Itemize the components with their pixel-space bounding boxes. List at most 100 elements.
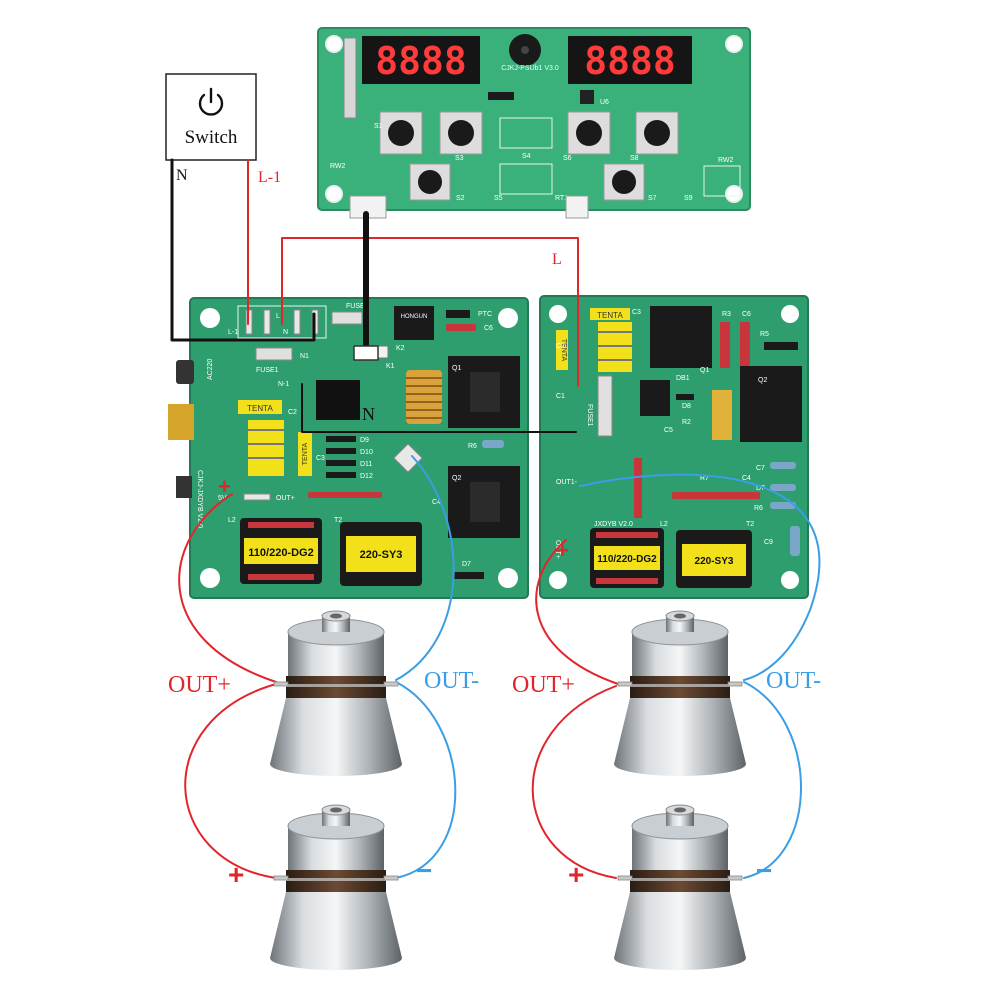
svg-text:FUSE1: FUSE1: [256, 367, 279, 374]
svg-text:C1: C1: [556, 393, 565, 400]
svg-text:C6: C6: [742, 311, 751, 318]
svg-text:T2: T2: [746, 521, 754, 528]
svg-text:S6: S6: [563, 155, 572, 162]
right-driver-board: TENTA TENTA C3 Q1 R3 C6 R5 Q2 DB1 D8 R2 …: [539, 295, 809, 599]
svg-text:JXDYB V2.0: JXDYB V2.0: [594, 521, 633, 528]
right-out-plus-label: OUT+: [512, 672, 575, 698]
svg-text:OUT+: OUT+: [276, 495, 295, 502]
svg-text:S9: S9: [684, 195, 693, 202]
svg-text:D7: D7: [462, 561, 471, 568]
svg-text:TENTA: TENTA: [302, 442, 309, 465]
svg-text:RT1: RT1: [555, 195, 568, 202]
right-transformer-sy3: 220-SY3: [676, 530, 752, 588]
svg-text:S5: S5: [494, 195, 503, 202]
right-bottom-minus: −: [756, 855, 772, 886]
svg-text:S7: S7: [648, 195, 657, 202]
svg-text:C7: C7: [756, 465, 765, 472]
left-driver-board: L-1 L N N-1 N1 FUSE FUSE1 PTC C6 HONGUN …: [168, 297, 529, 599]
svg-text:C3: C3: [316, 455, 325, 462]
transducer-right-top: [613, 610, 747, 777]
transducer-left-top: [269, 610, 403, 777]
svg-text:C4: C4: [742, 475, 751, 482]
wire-label-n: N: [176, 167, 188, 184]
left-out-minus-label: OUT-: [424, 668, 479, 694]
display-left: 8888: [362, 36, 480, 84]
display-left-digits: 8888: [375, 39, 467, 83]
switch-label: Switch: [185, 127, 238, 148]
left-transformer-sy3: 220-SY3: [340, 522, 422, 586]
left-out-plus-label: OUT+: [168, 672, 231, 698]
svg-text:N1: N1: [300, 353, 309, 360]
version-text: CJKJ-PSUb1 V3.0: [501, 65, 559, 72]
svg-text:HONGUN: HONGUN: [401, 314, 428, 320]
svg-text:L: L: [276, 313, 280, 320]
right-board-plus: +: [556, 538, 569, 563]
svg-text:DB1: DB1: [676, 375, 690, 382]
svg-text:S1: S1: [374, 123, 383, 130]
svg-text:D11: D11: [360, 461, 372, 468]
left-bottom-minus: −: [416, 855, 432, 886]
svg-text:N-1: N-1: [278, 381, 289, 388]
right-out-minus-label: OUT-: [766, 668, 821, 694]
left-transformer-dg2: 110/220-DG2: [240, 518, 322, 584]
svg-text:Q1: Q1: [452, 365, 461, 372]
switch-box: Switch: [165, 73, 257, 161]
svg-text:D12: D12: [360, 473, 373, 480]
svg-text:Q2: Q2: [758, 377, 767, 384]
svg-text:K2: K2: [396, 345, 405, 352]
svg-text:S8: S8: [630, 155, 639, 162]
svg-text:220-SY3: 220-SY3: [360, 549, 403, 561]
svg-text:RW2: RW2: [718, 157, 734, 164]
svg-text:S2: S2: [456, 195, 465, 202]
left-board-plus: +: [218, 474, 231, 499]
svg-text:5V: 5V: [218, 495, 227, 502]
display-right: 8888: [568, 36, 692, 84]
control-buttons: S1 S3 S6 S8 S2 S7: [374, 111, 679, 202]
svg-text:C4: C4: [432, 499, 441, 506]
svg-text:K1: K1: [386, 363, 395, 370]
svg-text:CJKJ-JXDYB V2.0: CJKJ-JXDYB V2.0: [196, 470, 203, 528]
svg-text:OUT1-: OUT1-: [556, 479, 578, 486]
svg-text:PTC: PTC: [478, 311, 492, 318]
svg-text:R6: R6: [754, 505, 763, 512]
svg-text:C9: C9: [764, 539, 773, 546]
svg-text:C2: C2: [556, 343, 565, 350]
svg-text:220-SY3: 220-SY3: [695, 556, 734, 567]
svg-text:L2: L2: [228, 517, 236, 524]
svg-text:D7: D7: [756, 485, 765, 492]
svg-text:R6: R6: [468, 443, 477, 450]
svg-text:R5: R5: [760, 331, 769, 338]
wire-label-l1: L-1: [258, 169, 281, 186]
wire-label-n-board: N: [362, 404, 375, 424]
svg-text:TENTA: TENTA: [597, 311, 623, 320]
right-bottom-plus: +: [568, 859, 584, 890]
svg-text:D8: D8: [682, 403, 691, 410]
svg-text:110/220-DG2: 110/220-DG2: [248, 547, 313, 559]
svg-text:D10: D10: [360, 449, 373, 456]
svg-text:R7: R7: [700, 475, 709, 482]
svg-text:C5: C5: [664, 427, 673, 434]
svg-text:Q1: Q1: [700, 367, 709, 374]
left-bottom-plus: +: [228, 859, 244, 890]
svg-text:TENTA: TENTA: [247, 404, 273, 413]
wires: [170, 158, 821, 879]
svg-text:R2: R2: [682, 419, 691, 426]
svg-text:RW2: RW2: [330, 163, 346, 170]
svg-text:N: N: [283, 329, 288, 336]
svg-text:TENTA: TENTA: [560, 339, 567, 362]
svg-text:FUSE1: FUSE1: [586, 404, 593, 427]
transducer-right-bottom: [613, 804, 747, 971]
svg-text:T2: T2: [334, 517, 342, 524]
control-board: 8888 CJKJ-PSUb1 V3.0 8888 U6 S1 S3 S6 S8…: [317, 27, 751, 219]
svg-text:C3: C3: [632, 309, 641, 316]
power-icon: [198, 87, 224, 116]
svg-text:Q2: Q2: [452, 475, 461, 482]
wire-label-l: L: [552, 251, 562, 268]
svg-text:C6: C6: [484, 325, 493, 332]
svg-text:U6: U6: [600, 99, 609, 106]
svg-text:L2: L2: [660, 521, 668, 528]
svg-text:S3: S3: [455, 155, 464, 162]
svg-text:C2: C2: [288, 409, 297, 416]
display-right-digits: 8888: [584, 39, 676, 83]
transducer-left-bottom: [269, 804, 403, 971]
